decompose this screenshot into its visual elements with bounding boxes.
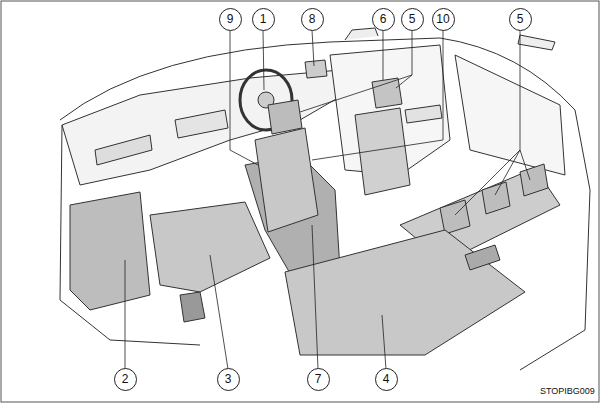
leader-line <box>312 225 318 369</box>
door-vent <box>305 60 327 78</box>
rear-door <box>455 55 565 175</box>
dashboard <box>62 70 360 185</box>
figure-code: STOPIBG009 <box>540 386 595 397</box>
callout-number: 1 <box>252 8 275 31</box>
callout-number: 3 <box>217 368 240 391</box>
leader-line <box>210 255 228 369</box>
leader-lines <box>125 30 530 369</box>
passenger-headrest <box>268 100 302 134</box>
leader-line <box>230 30 258 165</box>
vent <box>95 135 152 165</box>
callout-number: 10 <box>432 8 455 31</box>
leader-line <box>495 150 520 195</box>
seat-rail <box>180 292 205 322</box>
callout-number: 2 <box>114 368 137 391</box>
passenger-backrest <box>255 128 318 232</box>
armrest <box>465 245 500 270</box>
leader-line <box>125 260 126 369</box>
leader-line <box>455 150 520 215</box>
callout-number: 5 <box>509 8 532 31</box>
rear-grab-handle <box>518 35 555 50</box>
callout-number: 4 <box>375 368 398 391</box>
display <box>175 110 228 138</box>
driver-headrest <box>372 78 402 108</box>
leader-line <box>263 30 264 90</box>
leader-line <box>312 30 443 160</box>
leader-line <box>383 30 384 80</box>
rear-headrest <box>482 182 510 214</box>
grab-handle <box>345 28 378 40</box>
callout-number: 8 <box>301 8 324 31</box>
rear-headrest <box>520 164 548 196</box>
callout-number: 9 <box>219 8 242 31</box>
leader-line <box>382 315 386 369</box>
callout-number: 5 <box>401 8 424 31</box>
rear-headrest <box>440 200 470 234</box>
callout-number: 7 <box>307 368 330 391</box>
passenger-cushion <box>150 202 270 292</box>
right-body <box>520 110 590 370</box>
leader-line <box>300 75 412 112</box>
floor-mat <box>70 192 150 310</box>
driver-backrest <box>355 108 410 195</box>
callout-number: 6 <box>372 8 395 31</box>
leader-line <box>520 30 530 180</box>
rear-cushion <box>285 230 525 355</box>
car-body <box>60 28 590 370</box>
leader-line <box>312 30 314 66</box>
door-handle <box>405 105 442 123</box>
